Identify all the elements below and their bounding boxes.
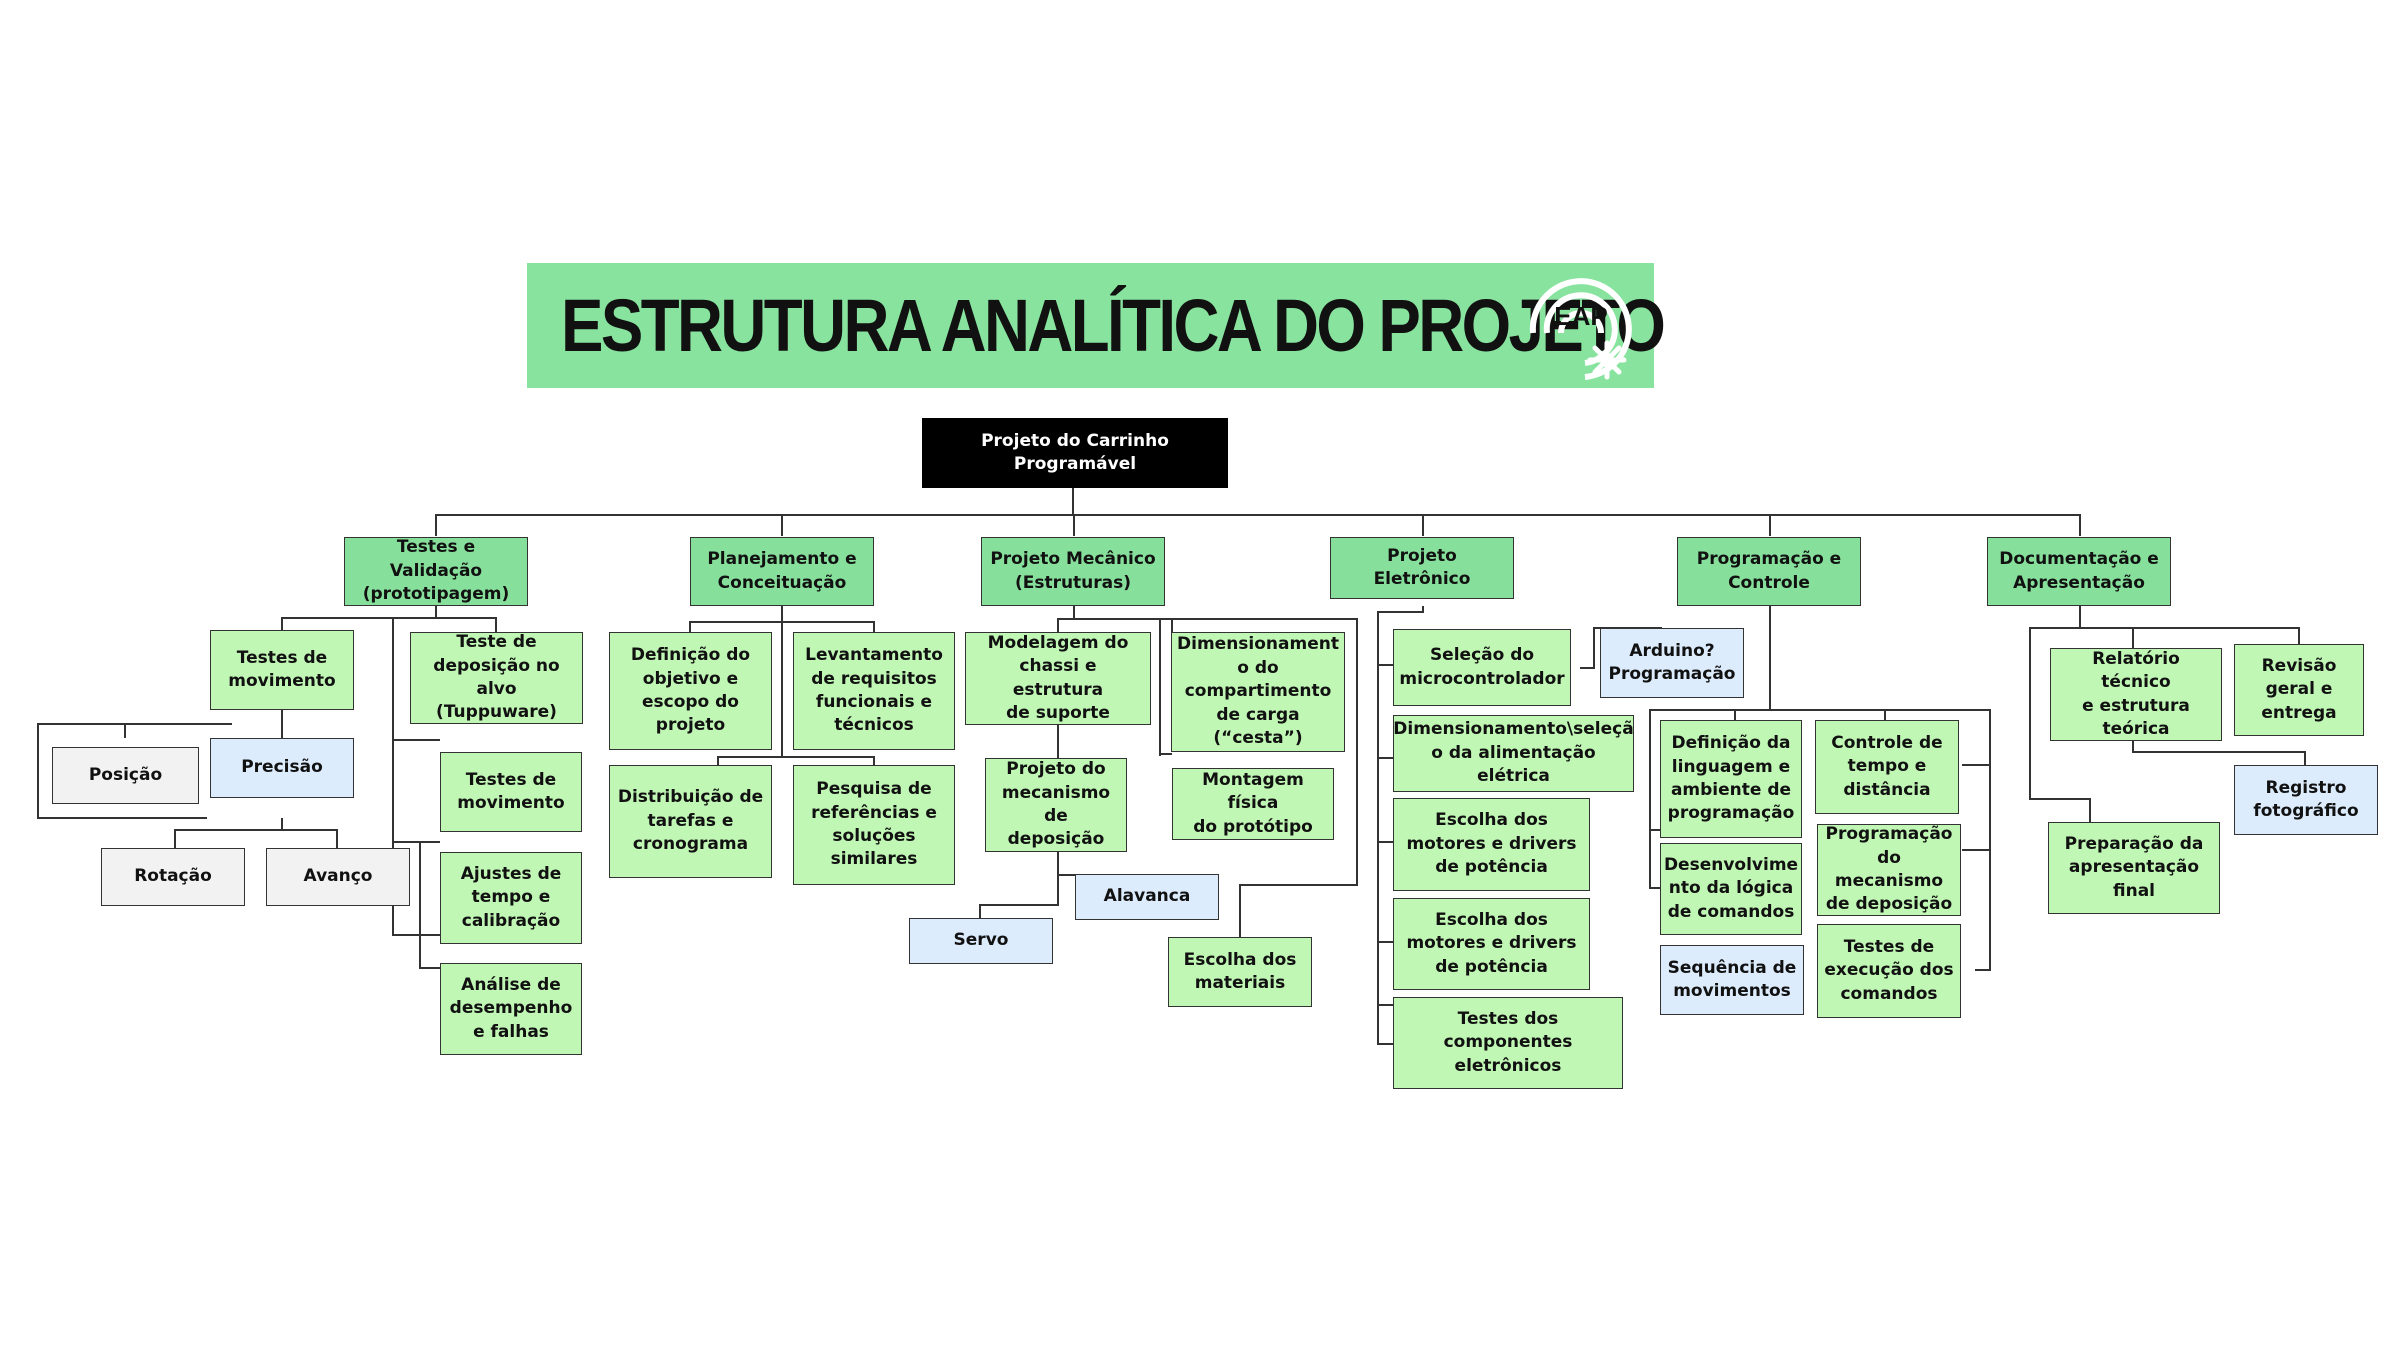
phase-programacao-controle[interactable]: Programação e Controle <box>1677 537 1861 606</box>
desenvolvimento-logica-node[interactable]: Desenvolvime nto da lógica de comandos <box>1660 843 1802 935</box>
dimensionamento-alimentacao-node[interactable]: Dimensionamento\seleçã o da alimentação … <box>1393 715 1634 792</box>
modelagem-chassi-node[interactable]: Modelagem do chassi e estrutura de supor… <box>965 632 1151 725</box>
title-banner: ESTRUTURA ANALÍTICA DO PROJETO EAP <box>527 263 1666 388</box>
eap-logo-icon: EAP <box>1529 278 1632 380</box>
alavanca-node[interactable]: Alavanca <box>1075 874 1219 920</box>
escolha-materiais-node[interactable]: Escolha dos materiais <box>1168 937 1312 1007</box>
arduino-programacao-node[interactable]: Arduino? Programação <box>1600 628 1744 698</box>
phase-planejamento[interactable]: Planejamento e Conceituação <box>690 537 874 606</box>
testes-movimento-2-node[interactable]: Testes de movimento <box>440 752 582 832</box>
relatorio-tecnico-node[interactable]: Relatório técnico e estrutura teórica <box>2050 648 2222 741</box>
logo-text: EAP <box>1554 301 1607 331</box>
testes-componentes-node[interactable]: Testes dos componentes eletrônicos <box>1393 997 1623 1089</box>
phase-projeto-eletronico[interactable]: Projeto Eletrônico <box>1330 537 1514 599</box>
preparacao-apresentacao-node[interactable]: Preparação da apresentação final <box>2048 822 2220 914</box>
ajustes-tempo-node[interactable]: Ajustes de tempo e calibração <box>440 852 582 944</box>
dimensionamento-cesta-node[interactable]: Dimensionament o do compartimento de car… <box>1171 632 1345 752</box>
montagem-fisica-node[interactable]: Montagem física do protótipo <box>1172 768 1334 840</box>
controle-tempo-node[interactable]: Controle de tempo e distância <box>1815 720 1959 814</box>
precisao-node[interactable]: Precisão <box>210 738 354 798</box>
rotacao-node[interactable]: Rotação <box>101 848 245 906</box>
phase-testes-validacao[interactable]: Testes e Validação (prototipagem) <box>344 537 528 606</box>
sequencia-movimentos-node[interactable]: Sequência de movimentos <box>1660 945 1804 1015</box>
page-title: ESTRUTURA ANALÍTICA DO PROJETO <box>561 284 1666 367</box>
definicao-objetivo-node[interactable]: Definição do objetivo e escopo do projet… <box>609 632 772 750</box>
programacao-mecanismo-node[interactable]: Programação do mecanismo de deposição <box>1817 824 1961 916</box>
servo-node[interactable]: Servo <box>909 918 1053 964</box>
testes-execucao-node[interactable]: Testes de execução dos comandos <box>1817 924 1961 1018</box>
registro-fotografico-node[interactable]: Registro fotográfico <box>2234 765 2378 835</box>
avanco-node[interactable]: Avanço <box>266 848 410 906</box>
escolha-motores-2-node[interactable]: Escolha dos motores e drivers de potênci… <box>1393 898 1590 990</box>
analise-desempenho-node[interactable]: Análise de desempenho e falhas <box>440 963 582 1055</box>
escolha-motores-node[interactable]: Escolha dos motores e drivers de potênci… <box>1393 798 1590 891</box>
phase-documentacao[interactable]: Documentação e Apresentação <box>1987 537 2171 606</box>
phase-projeto-mecanico[interactable]: Projeto Mecânico (Estruturas) <box>981 537 1165 606</box>
levantamento-requisitos-node[interactable]: Levantamento de requisitos funcionais e … <box>793 632 955 750</box>
selecao-microcontrolador-node[interactable]: Seleção do microcontrolador <box>1393 629 1571 706</box>
projeto-mecanismo-node[interactable]: Projeto do mecanismo de deposição <box>985 758 1127 852</box>
teste-deposicao-node[interactable]: Teste de deposição no alvo (Tuppuware) <box>410 632 583 724</box>
pesquisa-referencias-node[interactable]: Pesquisa de referências e soluções simil… <box>793 765 955 885</box>
testes-movimento-node[interactable]: Testes de movimento <box>210 630 354 710</box>
root-node[interactable]: Projeto do Carrinho Programável <box>922 418 1228 488</box>
posicao-node[interactable]: Posição <box>52 747 199 804</box>
definicao-linguagem-node[interactable]: Definição da linguagem e ambiente de pro… <box>1660 720 1802 838</box>
revisao-geral-node[interactable]: Revisão geral e entrega <box>2234 644 2364 736</box>
distribuicao-tarefas-node[interactable]: Distribuição de tarefas e cronograma <box>609 765 772 878</box>
